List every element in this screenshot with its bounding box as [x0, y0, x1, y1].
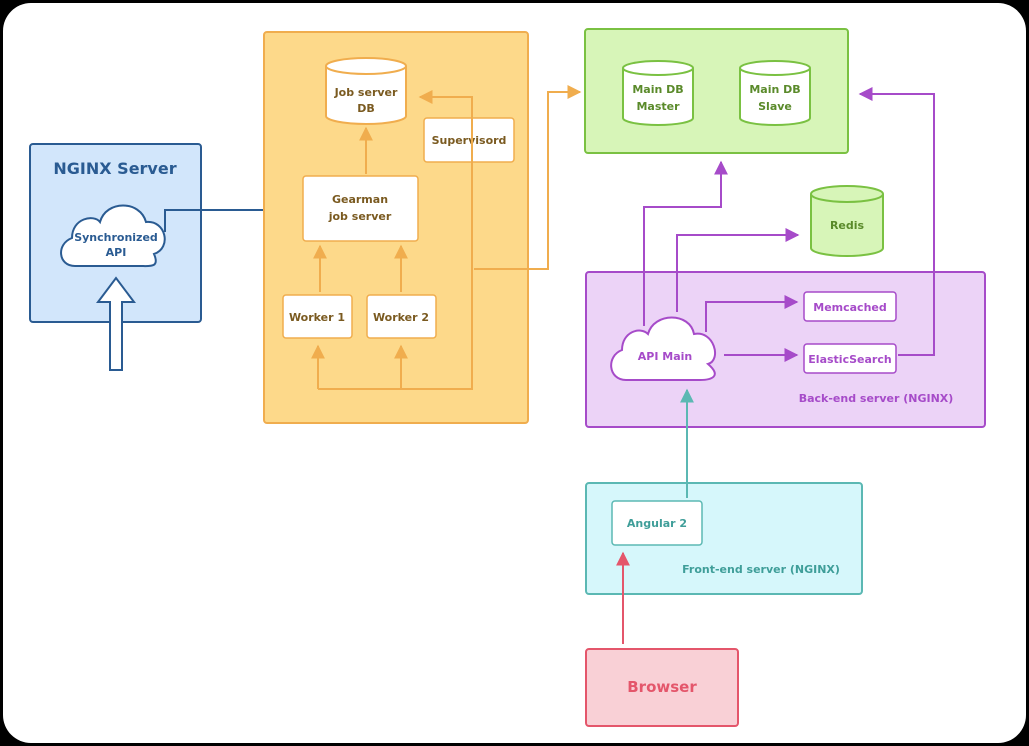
elasticsearch-label: ElasticSearch	[808, 353, 891, 366]
main-db-master-cylinder: Main DB Master	[622, 60, 694, 126]
synchronized-api-line2: API	[106, 246, 127, 259]
job-group-arrows	[311, 85, 582, 390]
elasticsearch-box	[803, 343, 897, 374]
gearman-line2: job server	[328, 210, 392, 223]
memcached-box	[803, 291, 897, 322]
nginx-server-title: NGINX Server	[53, 159, 176, 178]
cloud-icon	[60, 204, 166, 268]
architecture-diagram: NGINX Server Synchronized API Job server…	[29, 28, 986, 727]
job-server-db-line2: DB	[357, 102, 375, 115]
diagram-canvas: NGINX Server Synchronized API Job server…	[3, 3, 1026, 743]
synchronized-api-line1: Synchronized	[74, 231, 158, 244]
memcached-label: Memcached	[813, 301, 887, 314]
worker2-box	[366, 294, 437, 339]
worker1-label: Worker 1	[289, 311, 345, 324]
angular-box	[611, 500, 703, 546]
worker1-box	[282, 294, 353, 339]
main-db-master-line1: Main DB	[632, 83, 683, 96]
main-db-slave-cylinder: Main DB Slave	[739, 60, 811, 126]
api-main-label: API Main	[638, 350, 692, 363]
sync-api-to-gearman-arrow	[164, 203, 300, 232]
backend-arrows	[643, 87, 935, 362]
supervisord-label: Supervisord	[432, 134, 507, 147]
frontend-server-label: Front-end server (NGINX)	[682, 563, 840, 576]
main-db-slave-line2: Slave	[758, 100, 792, 113]
redis-label: Redis	[830, 219, 865, 232]
job-server-db-line1: Job server	[334, 86, 398, 99]
redis-cylinder: Redis	[810, 185, 884, 257]
backend-server-group: API Main Memcached ElasticSearch Back-en…	[585, 271, 986, 428]
backend-server-label: Back-end server (NGINX)	[799, 392, 954, 405]
main-db-master-line2: Master	[636, 100, 680, 113]
job-server-group: Job server DB Supervisord Gearman job se…	[263, 31, 582, 424]
incoming-arrow-icon	[96, 276, 136, 371]
main-db-slave-line1: Main DB	[749, 83, 800, 96]
gearman-line1: Gearman	[332, 193, 388, 206]
job-server-db-cylinder: Job server DB	[325, 57, 407, 125]
browser-label: Browser	[627, 678, 697, 696]
browser-group: Browser	[585, 648, 739, 727]
supervisord-box	[423, 117, 515, 163]
api-main-cloud-icon	[610, 316, 717, 381]
worker2-label: Worker 2	[373, 311, 429, 324]
main-db-group: Main DB Master Main DB Slave	[584, 28, 849, 154]
nginx-server-group: NGINX Server Synchronized API	[29, 143, 202, 371]
angular-label: Angular 2	[627, 517, 687, 530]
frontend-server-group: Angular 2 Front-end server (NGINX)	[585, 482, 863, 595]
gearman-box	[302, 175, 419, 242]
